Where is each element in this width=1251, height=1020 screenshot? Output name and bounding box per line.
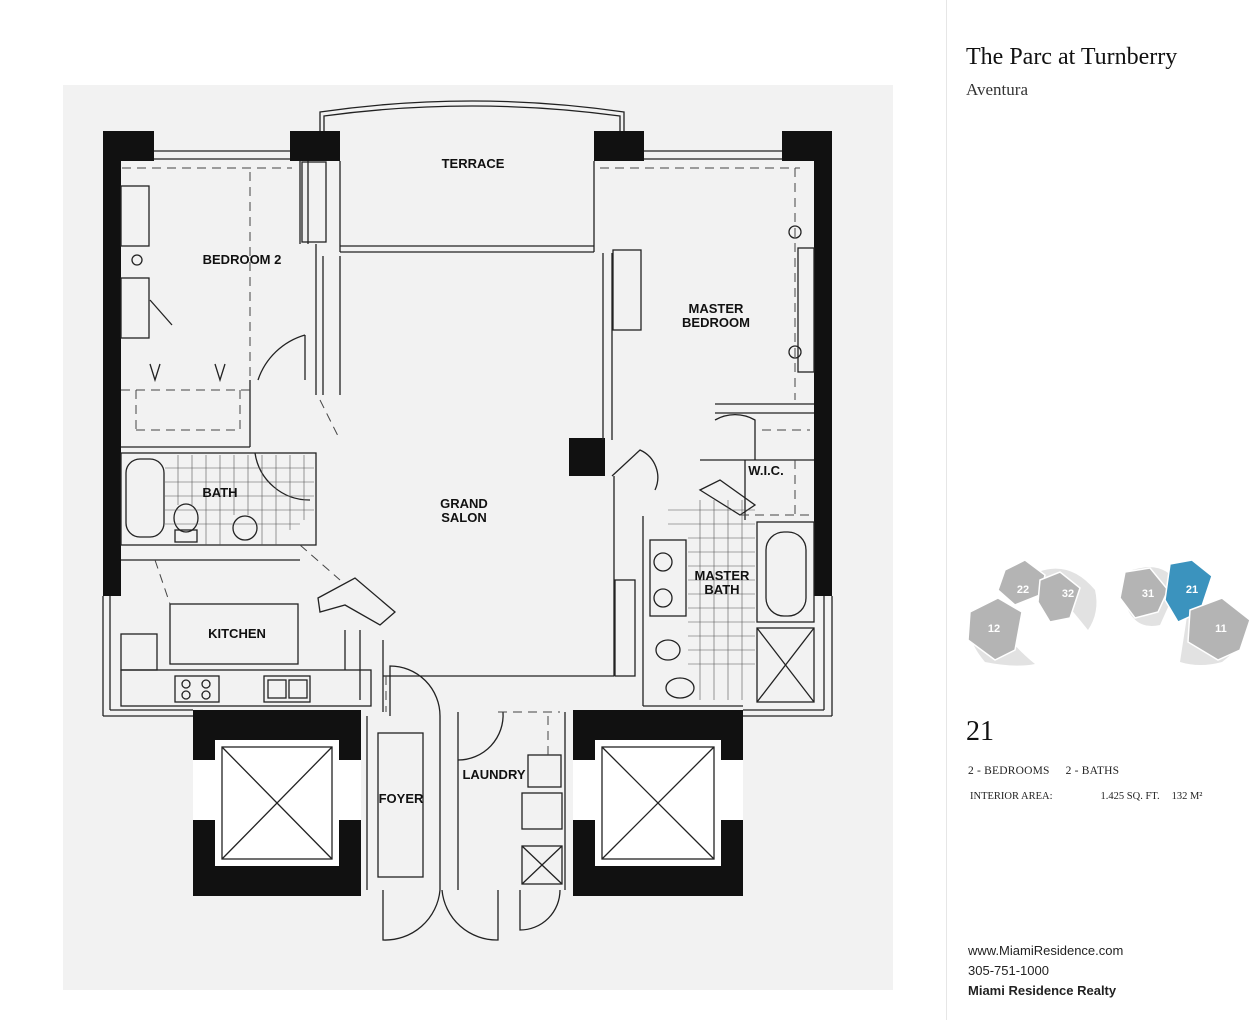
key-plan-label-12: 12 (988, 623, 1000, 635)
key-plan-label-22: 22 (1017, 584, 1029, 596)
info-panel: The Parc at Turnberry Aventura 21 2 - BE… (966, 0, 1246, 1020)
building-name: The Parc at Turnberry (966, 44, 1178, 70)
room-label-master-bedroom-line1: MASTER (689, 301, 745, 316)
panel-divider (946, 0, 947, 1020)
website-link[interactable]: www.MiamiResidence.com (968, 943, 1124, 958)
room-label-master-bath-line1: MASTER (695, 568, 751, 583)
key-plan: 22 32 12 31 21 11 (967, 559, 1251, 666)
elevator-wall-bottom-left (193, 866, 361, 896)
room-label-kitchen: KITCHEN (208, 626, 266, 641)
key-plan-label-32: 32 (1062, 588, 1074, 600)
phone-number: 305-751-1000 (968, 963, 1049, 978)
area-m2: 132 M² (1171, 791, 1203, 802)
key-plan-label-11: 11 (1215, 623, 1227, 635)
company-name: Miami Residence Realty (968, 983, 1117, 998)
bedrooms-count: 2 - BEDROOMS (968, 765, 1050, 777)
floorplan-drawing: TERRACE BEDROOM 2 MASTER BEDROOM GRAND S… (102, 100, 833, 941)
elevator-wall-top-right (573, 710, 743, 740)
building-location: Aventura (966, 80, 1028, 99)
column-center (569, 438, 605, 476)
area-label: INTERIOR AREA: (970, 791, 1053, 802)
elevator-wall-bottom-right (573, 866, 743, 896)
key-plan-unit-31 (1119, 567, 1169, 619)
room-label-terrace: TERRACE (442, 156, 505, 171)
room-label-laundry: LAUNDRY (462, 767, 525, 782)
room-label-bedroom-2: BEDROOM 2 (203, 252, 282, 267)
room-label-bath: BATH (202, 485, 237, 500)
unit-rooms: 2 - BEDROOMS 2 - BATHS (968, 765, 1119, 777)
column-n1 (290, 131, 340, 161)
area-sqft: 1.425 SQ. FT. (1100, 791, 1160, 802)
unit-number: 21 (966, 716, 994, 747)
key-plan-label-21: 21 (1186, 584, 1198, 596)
key-plan-unit-32 (1037, 571, 1081, 623)
key-plan-label-31: 31 (1142, 588, 1154, 600)
column-n2 (594, 131, 644, 161)
room-label-wic: W.I.C. (748, 463, 783, 478)
room-label-master-bath-line2: BATH (704, 582, 739, 597)
room-label-grand-salon-line1: GRAND (440, 496, 488, 511)
baths-count: 2 - BATHS (1065, 765, 1120, 777)
elevator-wall-top-left (193, 710, 361, 740)
key-plan-unit-12 (967, 597, 1023, 661)
room-label-foyer: FOYER (379, 791, 424, 806)
room-label-master-bedroom-line2: BEDROOM (682, 315, 750, 330)
east-wall-upper (814, 131, 832, 596)
key-plan-unit-11 (1187, 597, 1251, 661)
unit-area: INTERIOR AREA: 1.425 SQ. FT. 132 M² (970, 791, 1202, 802)
west-wall-upper (103, 131, 121, 596)
room-label-grand-salon-line2: SALON (441, 510, 487, 525)
